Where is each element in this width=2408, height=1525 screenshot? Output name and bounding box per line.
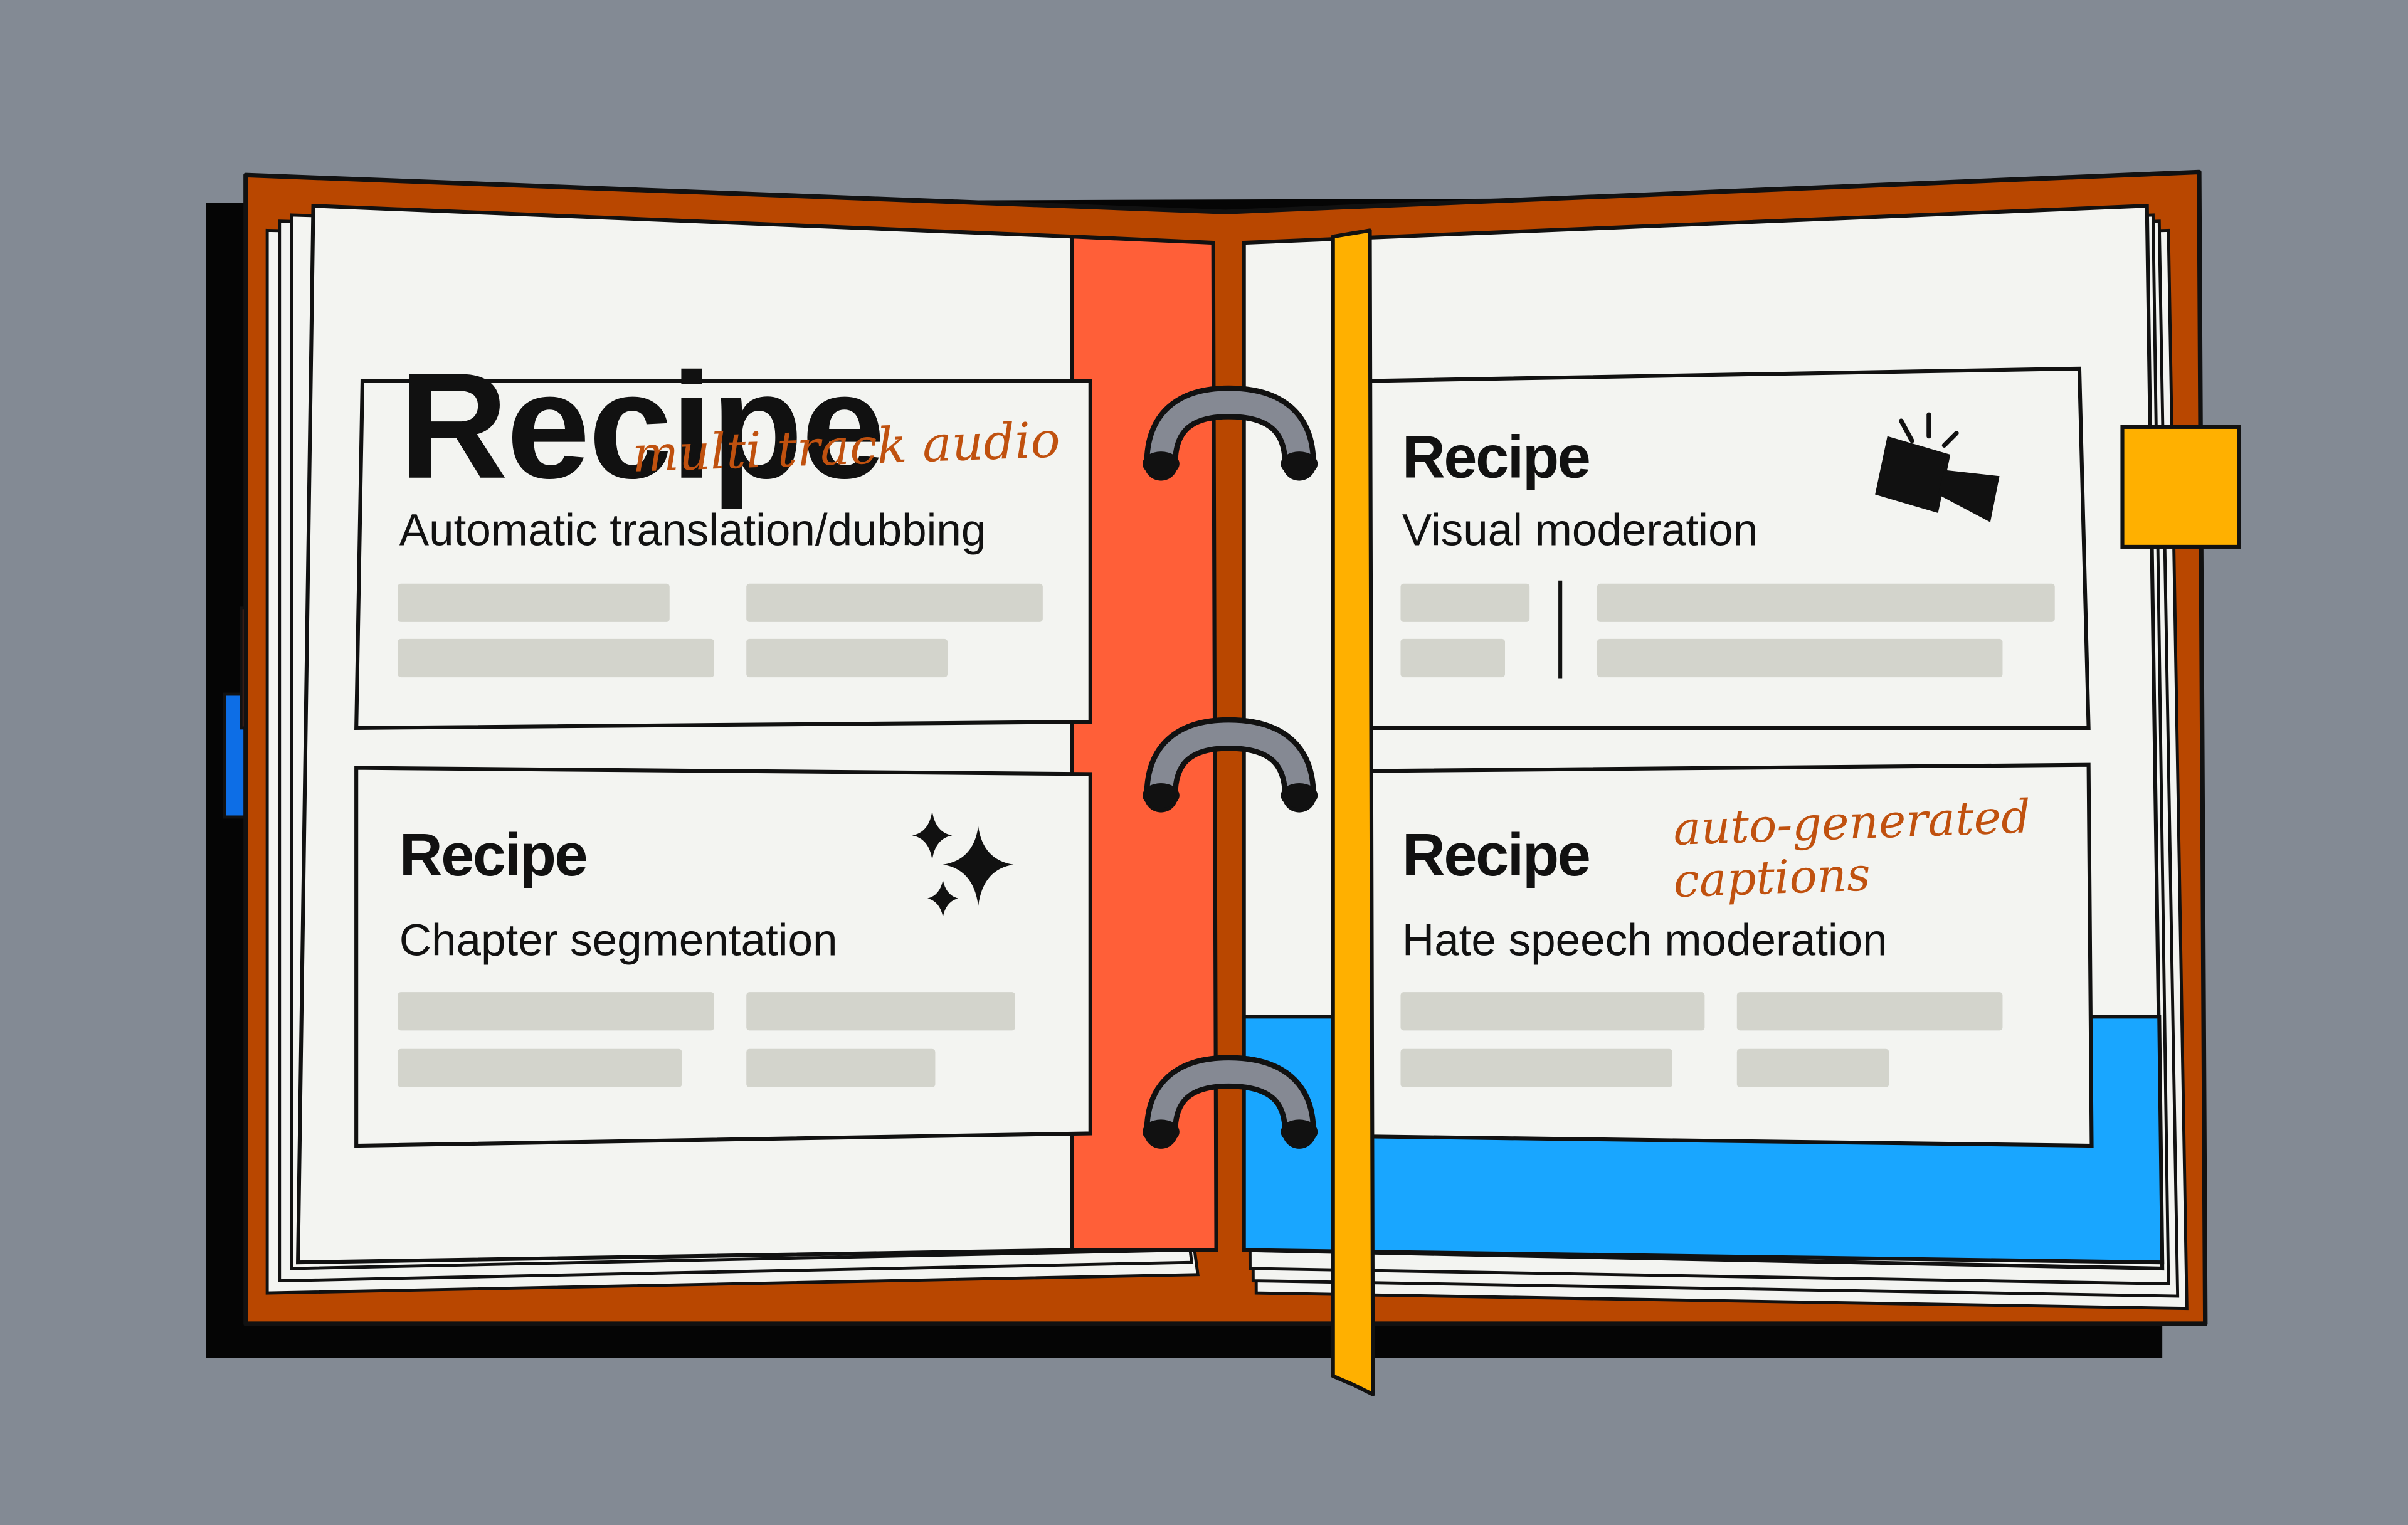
card-2-title: Recipe xyxy=(399,822,586,889)
card-4-handwritten-note-line-1: auto-generated xyxy=(1672,790,2031,856)
recipe-card-1[interactable]: Recipe Automatic translation/dubbing mul… xyxy=(354,342,1092,730)
binder-ring-2 xyxy=(1143,717,1318,813)
video-camera-icon xyxy=(1875,412,2000,522)
card-2-placeholder-bars xyxy=(398,992,1015,1087)
recipe-card-3[interactable]: Recipe Visual moderation xyxy=(1368,366,2091,730)
bookmark-ribbon[interactable] xyxy=(1331,228,1375,1396)
binder-ring-3 xyxy=(1143,1055,1318,1149)
card-4-handwritten-note-line-2: captions xyxy=(1672,848,1871,908)
yellow-tab[interactable] xyxy=(2120,425,2241,549)
card-3-title: Recipe xyxy=(1402,425,1589,491)
card-2-subtitle: Chapter segmentation xyxy=(399,916,838,965)
card-4-title: Recipe xyxy=(1402,822,1589,889)
card-1-placeholder-bars xyxy=(398,583,1043,678)
recipe-card-4[interactable]: Recipe Hate speech moderation auto-gener… xyxy=(1368,762,2094,1148)
card-4-subtitle: Hate speech moderation xyxy=(1402,916,1888,965)
card-1-title: Recipe xyxy=(399,342,884,510)
recipe-card-2[interactable]: Recipe Chapter segmentation xyxy=(354,766,1092,1148)
sparkles-icon xyxy=(912,811,1014,917)
binder-rings xyxy=(1143,385,1318,1149)
binder-ring-1 xyxy=(1143,385,1318,481)
card-1-subtitle: Automatic translation/dubbing xyxy=(399,505,986,555)
card-4-placeholder-bars xyxy=(1400,992,2003,1087)
card-3-placeholder-bars xyxy=(1400,583,2055,678)
card-3-subtitle: Visual moderation xyxy=(1402,505,1758,555)
